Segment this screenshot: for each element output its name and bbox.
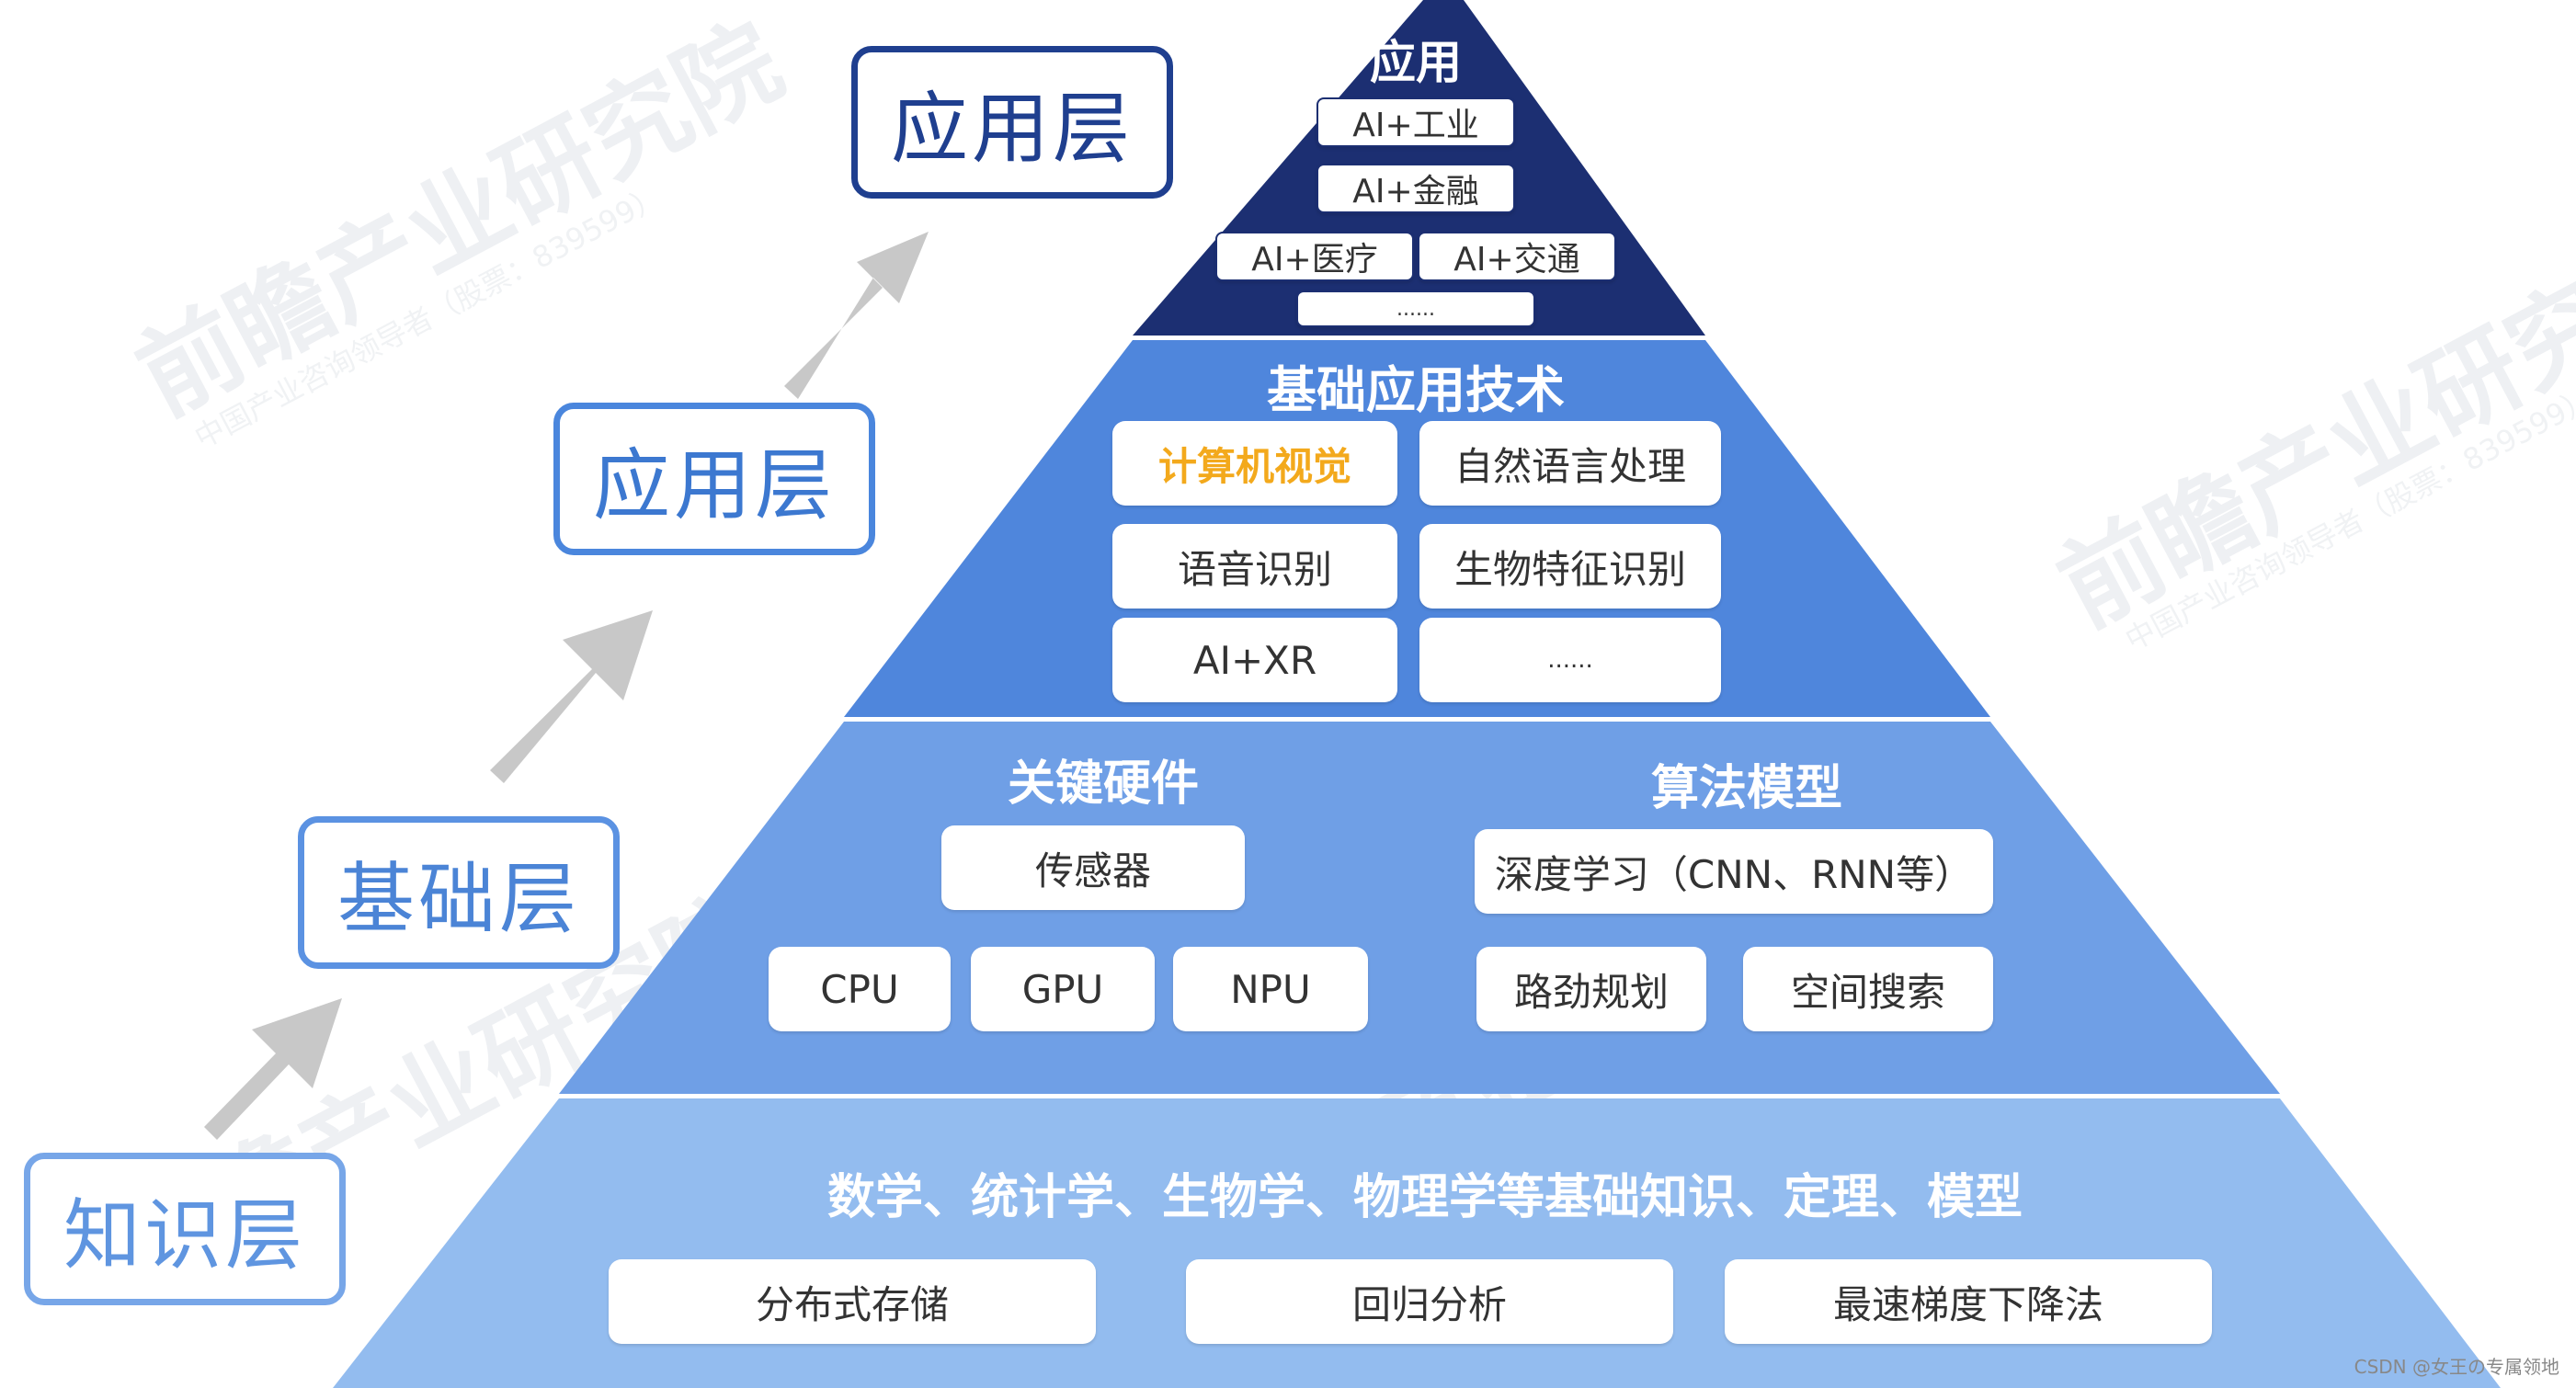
box-steepest-descent: 最速梯度下降法: [1725, 1259, 2212, 1344]
layer-title-basic-tech: 基础应用技术: [1267, 361, 1565, 419]
side-label-application-top: 应用层: [851, 46, 1173, 199]
box-distributed-storage: 分布式存储: [609, 1259, 1096, 1344]
box-npu: NPU: [1173, 947, 1368, 1031]
layer-title-application: 应用: [1370, 36, 1462, 89]
side-label-foundation: 基础层: [298, 816, 620, 969]
box-path-planning: 路劲规划: [1476, 947, 1706, 1031]
side-label-application: 应用层: [553, 403, 875, 555]
side-label-knowledge: 知识层: [24, 1153, 346, 1305]
box-space-search: 空间搜索: [1743, 947, 1993, 1031]
box-sensor: 传感器: [941, 825, 1245, 910]
layer-title-algorithm-model: 算法模型: [1650, 761, 1842, 816]
box-ellipsis-second: ......: [1419, 618, 1721, 702]
box-speech-recognition: 语音识别: [1112, 524, 1397, 609]
box-deep-learning: 深度学习（CNN、RNN等）: [1475, 829, 1993, 914]
box-ai-finance: AI+金融: [1316, 164, 1515, 213]
box-ellipsis-top: ......: [1296, 290, 1535, 327]
box-regression-analysis: 回归分析: [1186, 1259, 1673, 1344]
box-ai-xr: AI+XR: [1112, 618, 1397, 702]
box-ai-medical: AI+医疗: [1215, 232, 1414, 281]
box-computer-vision: 计算机视觉: [1112, 421, 1397, 506]
layer-third-shape: [559, 722, 2280, 1094]
upward-arrow: [204, 232, 929, 1140]
source-credit: CSDN @女王の专属领地: [2354, 1356, 2559, 1378]
box-ai-transport: AI+交通: [1418, 232, 1616, 281]
layer-bottom-shape: [333, 1098, 2501, 1388]
box-ai-industry: AI+工业: [1316, 97, 1515, 147]
box-biometrics: 生物特征识别: [1419, 524, 1721, 609]
layer-title-foundation-knowledge: 数学、统计学、生物学、物理学等基础知识、定理、模型: [826, 1170, 2023, 1225]
box-gpu: GPU: [971, 947, 1155, 1031]
box-nlp: 自然语言处理: [1419, 421, 1721, 506]
box-cpu: CPU: [769, 947, 951, 1031]
layer-title-key-hardware: 关键硬件: [1007, 757, 1199, 812]
